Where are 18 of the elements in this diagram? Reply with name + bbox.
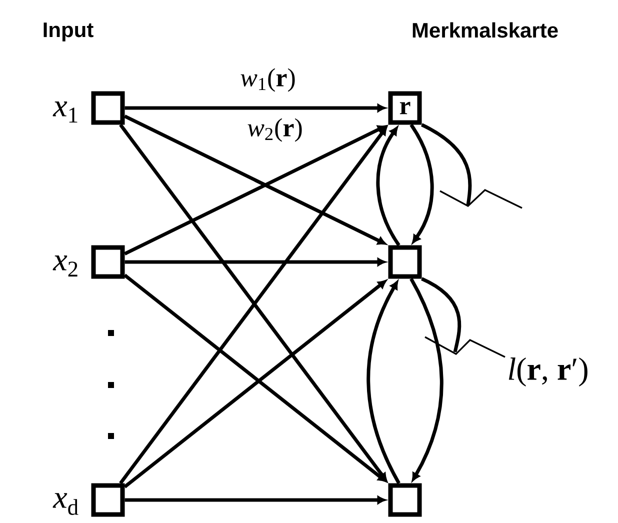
neuron-box bbox=[388, 245, 422, 279]
arrow bbox=[376, 126, 400, 246]
arrow bbox=[124, 258, 386, 266]
weight-label: l(r, r′) bbox=[508, 358, 588, 386]
arrow bbox=[410, 124, 434, 244]
neuron-box bbox=[388, 483, 422, 517]
arrow bbox=[410, 278, 444, 482]
column-heading: Input bbox=[44, 22, 94, 42]
arrow bbox=[124, 496, 386, 504]
edge-label: w$_{2}$(r) bbox=[246, 117, 304, 143]
input-label: x$_{1}$ bbox=[52, 102, 78, 122]
arrow bbox=[366, 280, 400, 484]
arrow bbox=[124, 104, 386, 112]
input-label: x$_{d}$ bbox=[52, 493, 78, 515]
input-label: x$_{2}$ bbox=[52, 256, 78, 276]
column-heading: Merkmalskarte bbox=[412, 22, 558, 38]
edge-label: w$_{1}$(r) bbox=[239, 67, 297, 93]
neuron-box: r bbox=[388, 91, 422, 125]
